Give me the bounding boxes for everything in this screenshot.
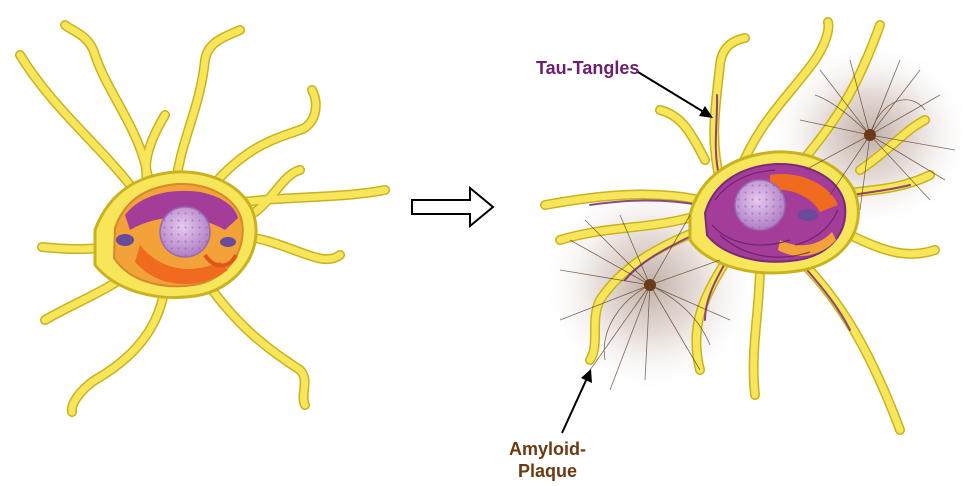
plaque-core-lower [644,279,656,291]
plaque-core-upper [864,129,876,141]
amyloid-pointer-arrow [562,369,592,433]
tau-pointer-arrow [638,72,713,118]
amyloid-plaque-label: Amyloid- Plaque [509,438,586,482]
healthy-soma [95,172,256,298]
hollow-right-arrow-icon [412,188,493,226]
amyloid-label-line1: Amyloid- [509,438,586,460]
tau-tangles-label: Tau-Tangles [536,57,639,79]
healthy-neuron [20,25,385,412]
amyloid-label-line2: Plaque [509,460,586,482]
diseased-neuron [540,22,973,430]
